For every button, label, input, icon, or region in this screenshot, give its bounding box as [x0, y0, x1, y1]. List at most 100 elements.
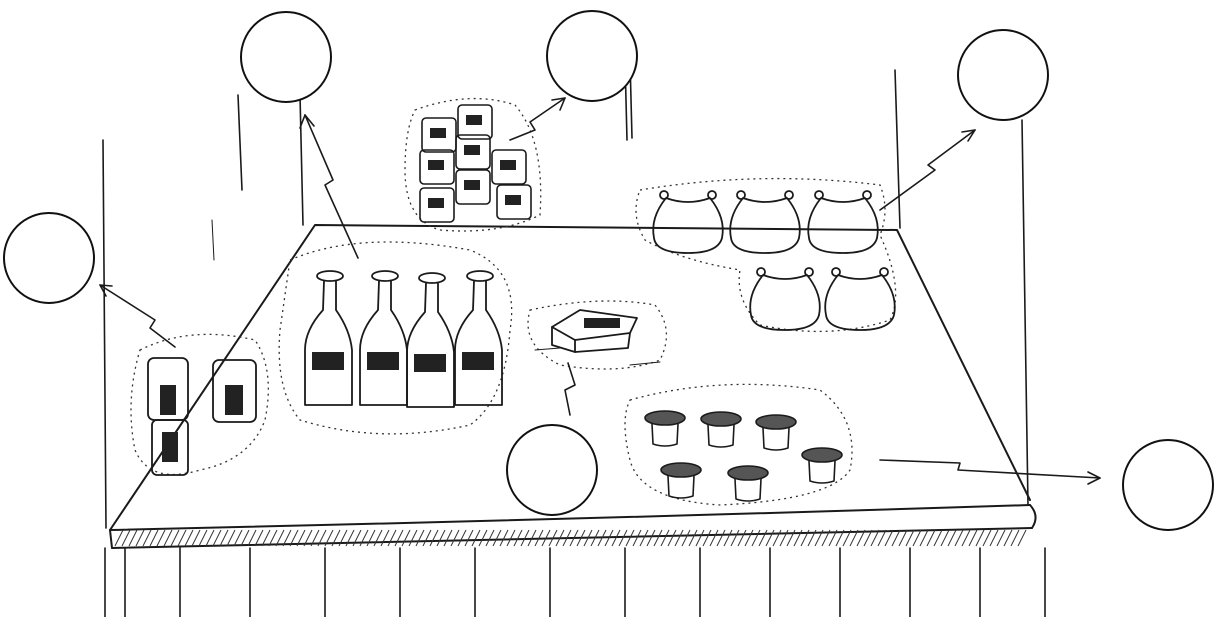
hatch-line — [199, 530, 207, 546]
hatch-line — [227, 530, 235, 546]
answer-circle-3[interactable] — [547, 11, 637, 101]
bottle — [305, 271, 352, 405]
pot — [645, 411, 685, 446]
hatch-line — [661, 530, 669, 546]
hatch-line — [885, 530, 893, 546]
answer-circles — [4, 11, 1213, 530]
sack — [653, 191, 723, 253]
answer-circle-4[interactable] — [958, 30, 1048, 120]
crate — [422, 118, 456, 152]
hatch-line — [654, 530, 662, 546]
hatch-line — [619, 530, 627, 546]
pot — [756, 415, 796, 450]
hatch-line — [171, 530, 179, 546]
hatch-line — [948, 530, 956, 546]
hatch-line — [507, 530, 515, 546]
hatch-line — [906, 530, 914, 546]
pot — [661, 463, 701, 498]
hatch-line — [1018, 530, 1026, 546]
hatch-line — [136, 530, 144, 546]
hatch-line — [234, 530, 242, 546]
hatch-line — [899, 530, 907, 546]
hatch-line — [395, 530, 403, 546]
hatch-line — [675, 530, 683, 546]
hatch-line — [752, 530, 760, 546]
bottle — [455, 271, 502, 405]
hatch-line — [241, 530, 249, 546]
hatch-line — [409, 530, 417, 546]
hatch-line — [647, 530, 655, 546]
hatch-line — [689, 530, 697, 546]
hatch-line — [206, 530, 214, 546]
hatch-line — [920, 530, 928, 546]
hatch-line — [255, 530, 263, 546]
crate — [420, 150, 454, 184]
hatch-line — [717, 530, 725, 546]
sack — [808, 191, 878, 253]
answer-circle-1[interactable] — [4, 213, 94, 303]
hatch-line — [402, 530, 410, 546]
hatch-line — [941, 530, 949, 546]
hatch-line — [374, 530, 382, 546]
hatch-line — [955, 530, 963, 546]
hatch-line — [451, 530, 459, 546]
hatch-line — [514, 530, 522, 546]
sack — [825, 268, 895, 330]
hatch-line — [486, 530, 494, 546]
hatch-line — [143, 530, 151, 546]
pot — [701, 412, 741, 447]
hatch-line — [472, 530, 480, 546]
hatch-line — [1004, 530, 1012, 546]
hatch-line — [423, 530, 431, 546]
jars-group — [131, 334, 268, 475]
bottles-group — [279, 242, 512, 434]
hatch-line — [115, 530, 123, 546]
answer-circle-2[interactable] — [241, 12, 331, 102]
hatch-line — [731, 530, 739, 546]
hatch-line — [976, 530, 984, 546]
crate — [492, 150, 526, 184]
hatch-line — [157, 530, 165, 546]
hatch-line — [416, 530, 424, 546]
arrows — [100, 98, 1100, 484]
hatch-line — [381, 530, 389, 546]
sack — [730, 191, 800, 253]
hatch-line — [626, 530, 634, 546]
hatch-line — [1011, 530, 1019, 546]
hatch-line — [927, 530, 935, 546]
hatch-line — [220, 530, 228, 546]
hatch-line — [766, 530, 774, 546]
crate — [456, 135, 490, 169]
hatch-line — [878, 530, 886, 546]
hatch-line — [493, 530, 501, 546]
bottle — [407, 273, 454, 407]
hatch-line — [437, 530, 445, 546]
hatch-line — [724, 530, 732, 546]
answer-circle-6[interactable] — [1123, 440, 1213, 530]
hatch-line — [444, 530, 452, 546]
pots-group — [625, 384, 852, 505]
hatch-line — [430, 530, 438, 546]
hatch-line — [934, 530, 942, 546]
hatch-line — [150, 530, 158, 546]
hatch-line — [360, 530, 368, 546]
hatch-line — [213, 530, 221, 546]
hatch-line — [164, 530, 172, 546]
hatch-line — [990, 530, 998, 546]
hatch-line — [969, 530, 977, 546]
hatch-line — [465, 530, 473, 546]
hatch-line — [178, 530, 186, 546]
hatch-line — [759, 530, 767, 546]
hatch-line — [696, 530, 704, 546]
answer-circle-5[interactable] — [507, 425, 597, 515]
hatch-line — [458, 530, 466, 546]
hatch-line — [892, 530, 900, 546]
hatch-line — [640, 530, 648, 546]
hatch-line — [388, 530, 396, 546]
pot — [728, 466, 768, 501]
crates-group — [405, 99, 541, 231]
hatch-line — [129, 530, 137, 546]
bottle — [360, 271, 407, 405]
sack — [750, 268, 820, 330]
